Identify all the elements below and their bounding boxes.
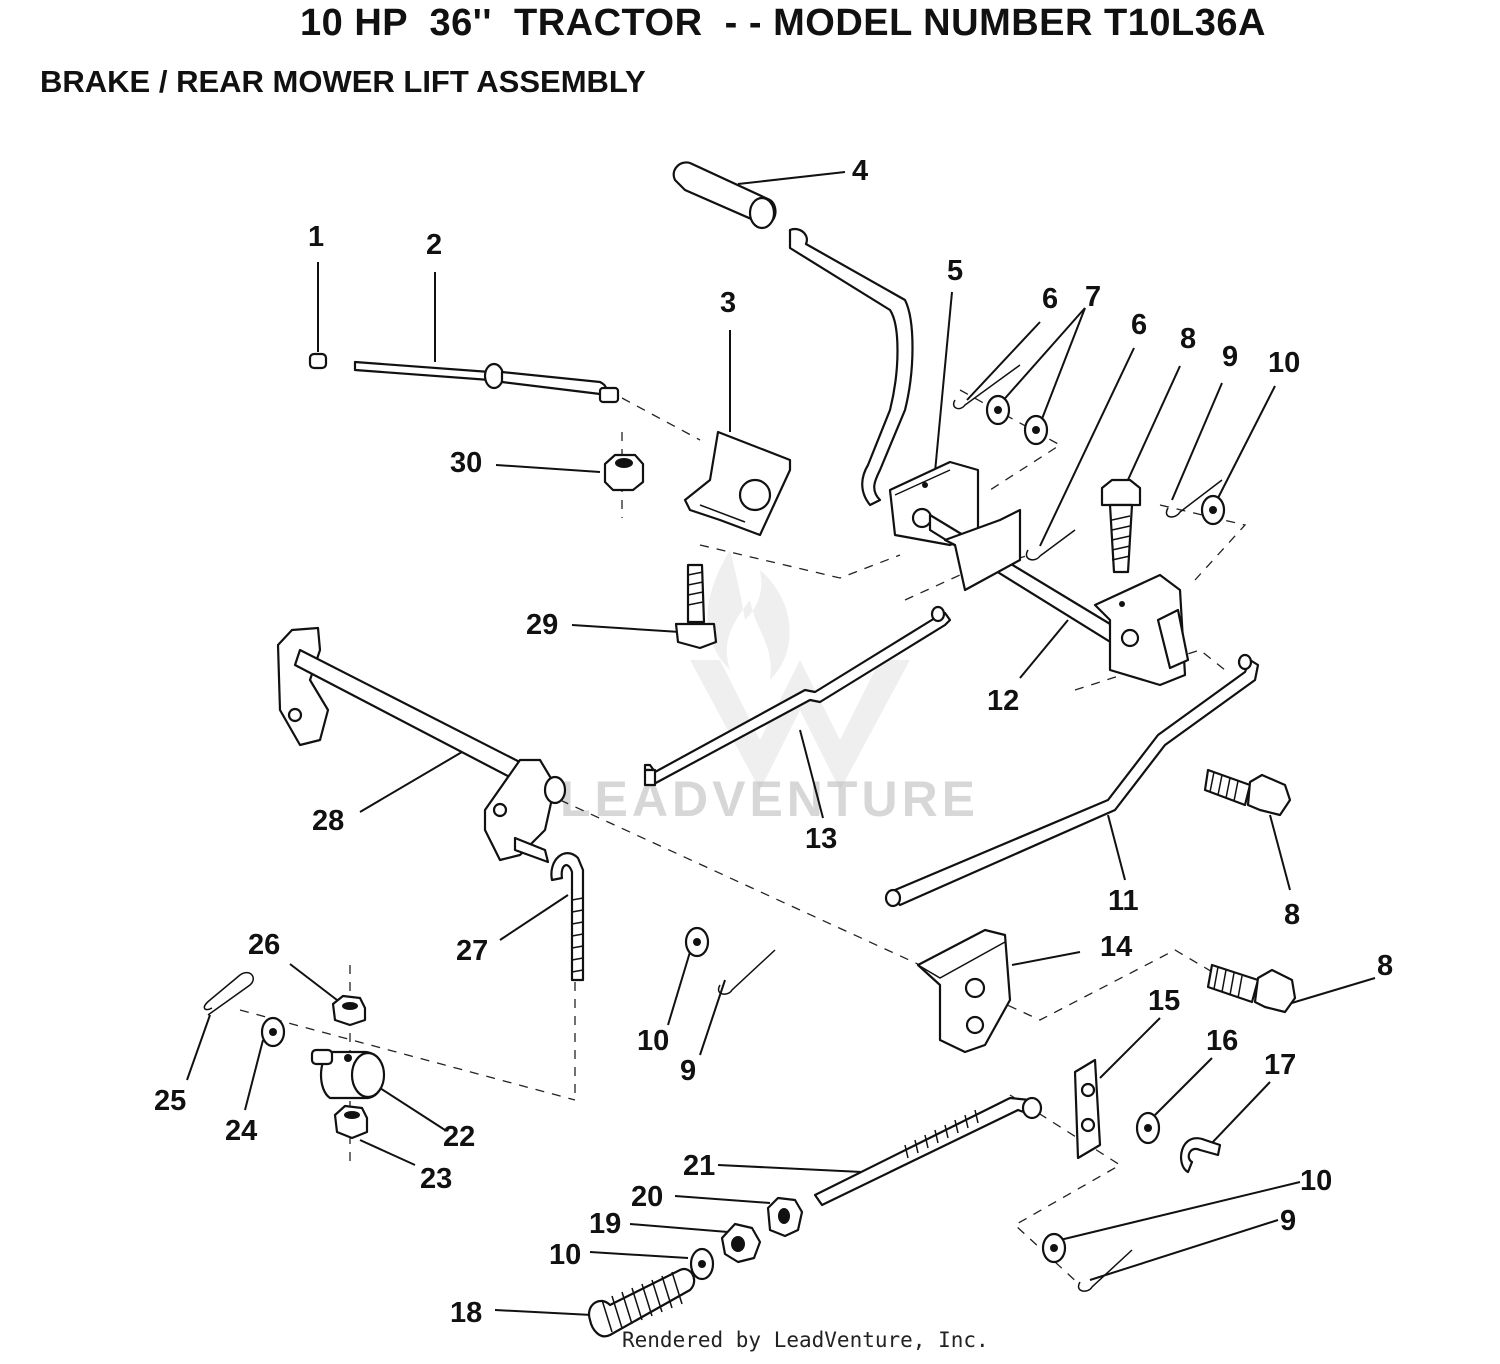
- part-12-lift-shaft: [928, 508, 1190, 687]
- part-20-nut: [766, 1196, 804, 1238]
- part-10-washer-middle: [684, 926, 710, 958]
- callout-22: 22: [443, 1121, 475, 1153]
- part-17-e-clip: [1179, 1137, 1222, 1174]
- watermark-text: LEADVENTURE: [560, 771, 980, 827]
- callout-13: 13: [805, 823, 837, 855]
- part-25-hairpin: [203, 971, 254, 1016]
- part-22-trunnion: [310, 1048, 386, 1100]
- part-21-threaded-rod: [813, 1096, 1043, 1207]
- part-4-lift-handle-grip: [672, 161, 914, 507]
- callout-8-lower: 8: [1377, 950, 1393, 982]
- leadventure-watermark-logo: [690, 550, 910, 790]
- part-8-bolt-middle: [1203, 768, 1292, 817]
- part-6-hairpin-upper-left: [953, 364, 1021, 410]
- callout-25: 25: [154, 1085, 186, 1117]
- callout-1: 1: [308, 221, 324, 253]
- callout-16: 16: [1206, 1025, 1238, 1057]
- callout-8-middle: 8: [1284, 899, 1300, 931]
- callout-10-lower-right: 10: [1300, 1165, 1332, 1197]
- part-14-pivot-bracket: [916, 928, 1012, 1054]
- callout-6-upper: 6: [1042, 283, 1058, 315]
- callout-27: 27: [456, 935, 488, 967]
- callout-23: 23: [420, 1163, 452, 1195]
- part-27-j-bolt: [550, 852, 585, 982]
- callout-12: 12: [987, 685, 1019, 717]
- part-15-plate: [1073, 1058, 1102, 1160]
- part-2-brake-rod: [353, 360, 620, 404]
- part-7-washers: [985, 394, 1049, 446]
- part-5-lever-bracket: [888, 460, 980, 547]
- part-19-nut: [720, 1222, 762, 1264]
- part-24-washer: [260, 1016, 286, 1048]
- callout-18: 18: [450, 1297, 482, 1329]
- part-3-bracket: [683, 430, 792, 537]
- part-10-washer-lower-right: [1041, 1232, 1067, 1264]
- callout-24: 24: [225, 1115, 257, 1147]
- part-9-hairpin-lower-right: [1077, 1249, 1133, 1292]
- callout-10-middle: 10: [637, 1025, 669, 1057]
- part-1-cap: [308, 352, 328, 370]
- part-23-nut: [333, 1104, 369, 1140]
- callout-28: 28: [312, 805, 344, 837]
- callout-9-lower-right: 9: [1280, 1205, 1296, 1237]
- part-9-hairpin-upper: [1165, 479, 1223, 518]
- callout-26: 26: [248, 929, 280, 961]
- callout-15: 15: [1148, 985, 1180, 1017]
- callout-10-lower-left: 10: [549, 1239, 581, 1271]
- part-10-washer-lower-left: [689, 1247, 715, 1281]
- part-18-spring: [587, 1267, 696, 1338]
- section-title: BRAKE / REAR MOWER LIFT ASSEMBLY: [40, 64, 646, 99]
- part-28-rear-lift-shaft: [276, 626, 567, 864]
- callout-29: 29: [526, 609, 558, 641]
- callout-labels: 1 2 3 4 5 6 7 6 8 9 10 30 29 12 13 11 8 …: [154, 155, 1393, 1329]
- callout-9-upper: 9: [1222, 341, 1238, 373]
- callout-30: 30: [450, 447, 482, 479]
- part-8-bolt-lower: [1206, 963, 1297, 1014]
- part-29-bolt: [674, 563, 718, 650]
- callout-19: 19: [589, 1208, 621, 1240]
- callout-2: 2: [426, 229, 442, 261]
- callout-14: 14: [1100, 931, 1132, 963]
- part-11-long-rod: [884, 653, 1260, 908]
- part-26-nut: [331, 994, 367, 1027]
- part-16-washer: [1135, 1111, 1161, 1145]
- callout-7: 7: [1085, 281, 1101, 313]
- callout-17: 17: [1264, 1049, 1296, 1081]
- callout-5: 5: [947, 255, 963, 287]
- part-9-hairpin-middle: [717, 949, 776, 995]
- callout-4: 4: [852, 155, 868, 187]
- callout-10-upper: 10: [1268, 347, 1300, 379]
- part-13-link-rod: [643, 605, 952, 787]
- callout-9-middle: 9: [680, 1055, 696, 1087]
- page-title: 10 HP 36'' TRACTOR - - MODEL NUMBER T10L…: [300, 2, 1266, 44]
- callout-21: 21: [683, 1150, 715, 1182]
- part-8-bolt-upper: [1100, 478, 1142, 574]
- callout-6-right: 6: [1131, 309, 1147, 341]
- callout-8-upper: 8: [1180, 323, 1196, 355]
- footer-credit: Rendered by LeadVenture, Inc.: [622, 1328, 989, 1352]
- part-30-nut: [603, 453, 645, 492]
- part-6-hairpin-right: [1025, 529, 1076, 561]
- callout-11: 11: [1108, 885, 1139, 917]
- part-10-washer-upper: [1200, 494, 1226, 526]
- callout-3: 3: [720, 287, 736, 319]
- callout-20: 20: [631, 1181, 663, 1213]
